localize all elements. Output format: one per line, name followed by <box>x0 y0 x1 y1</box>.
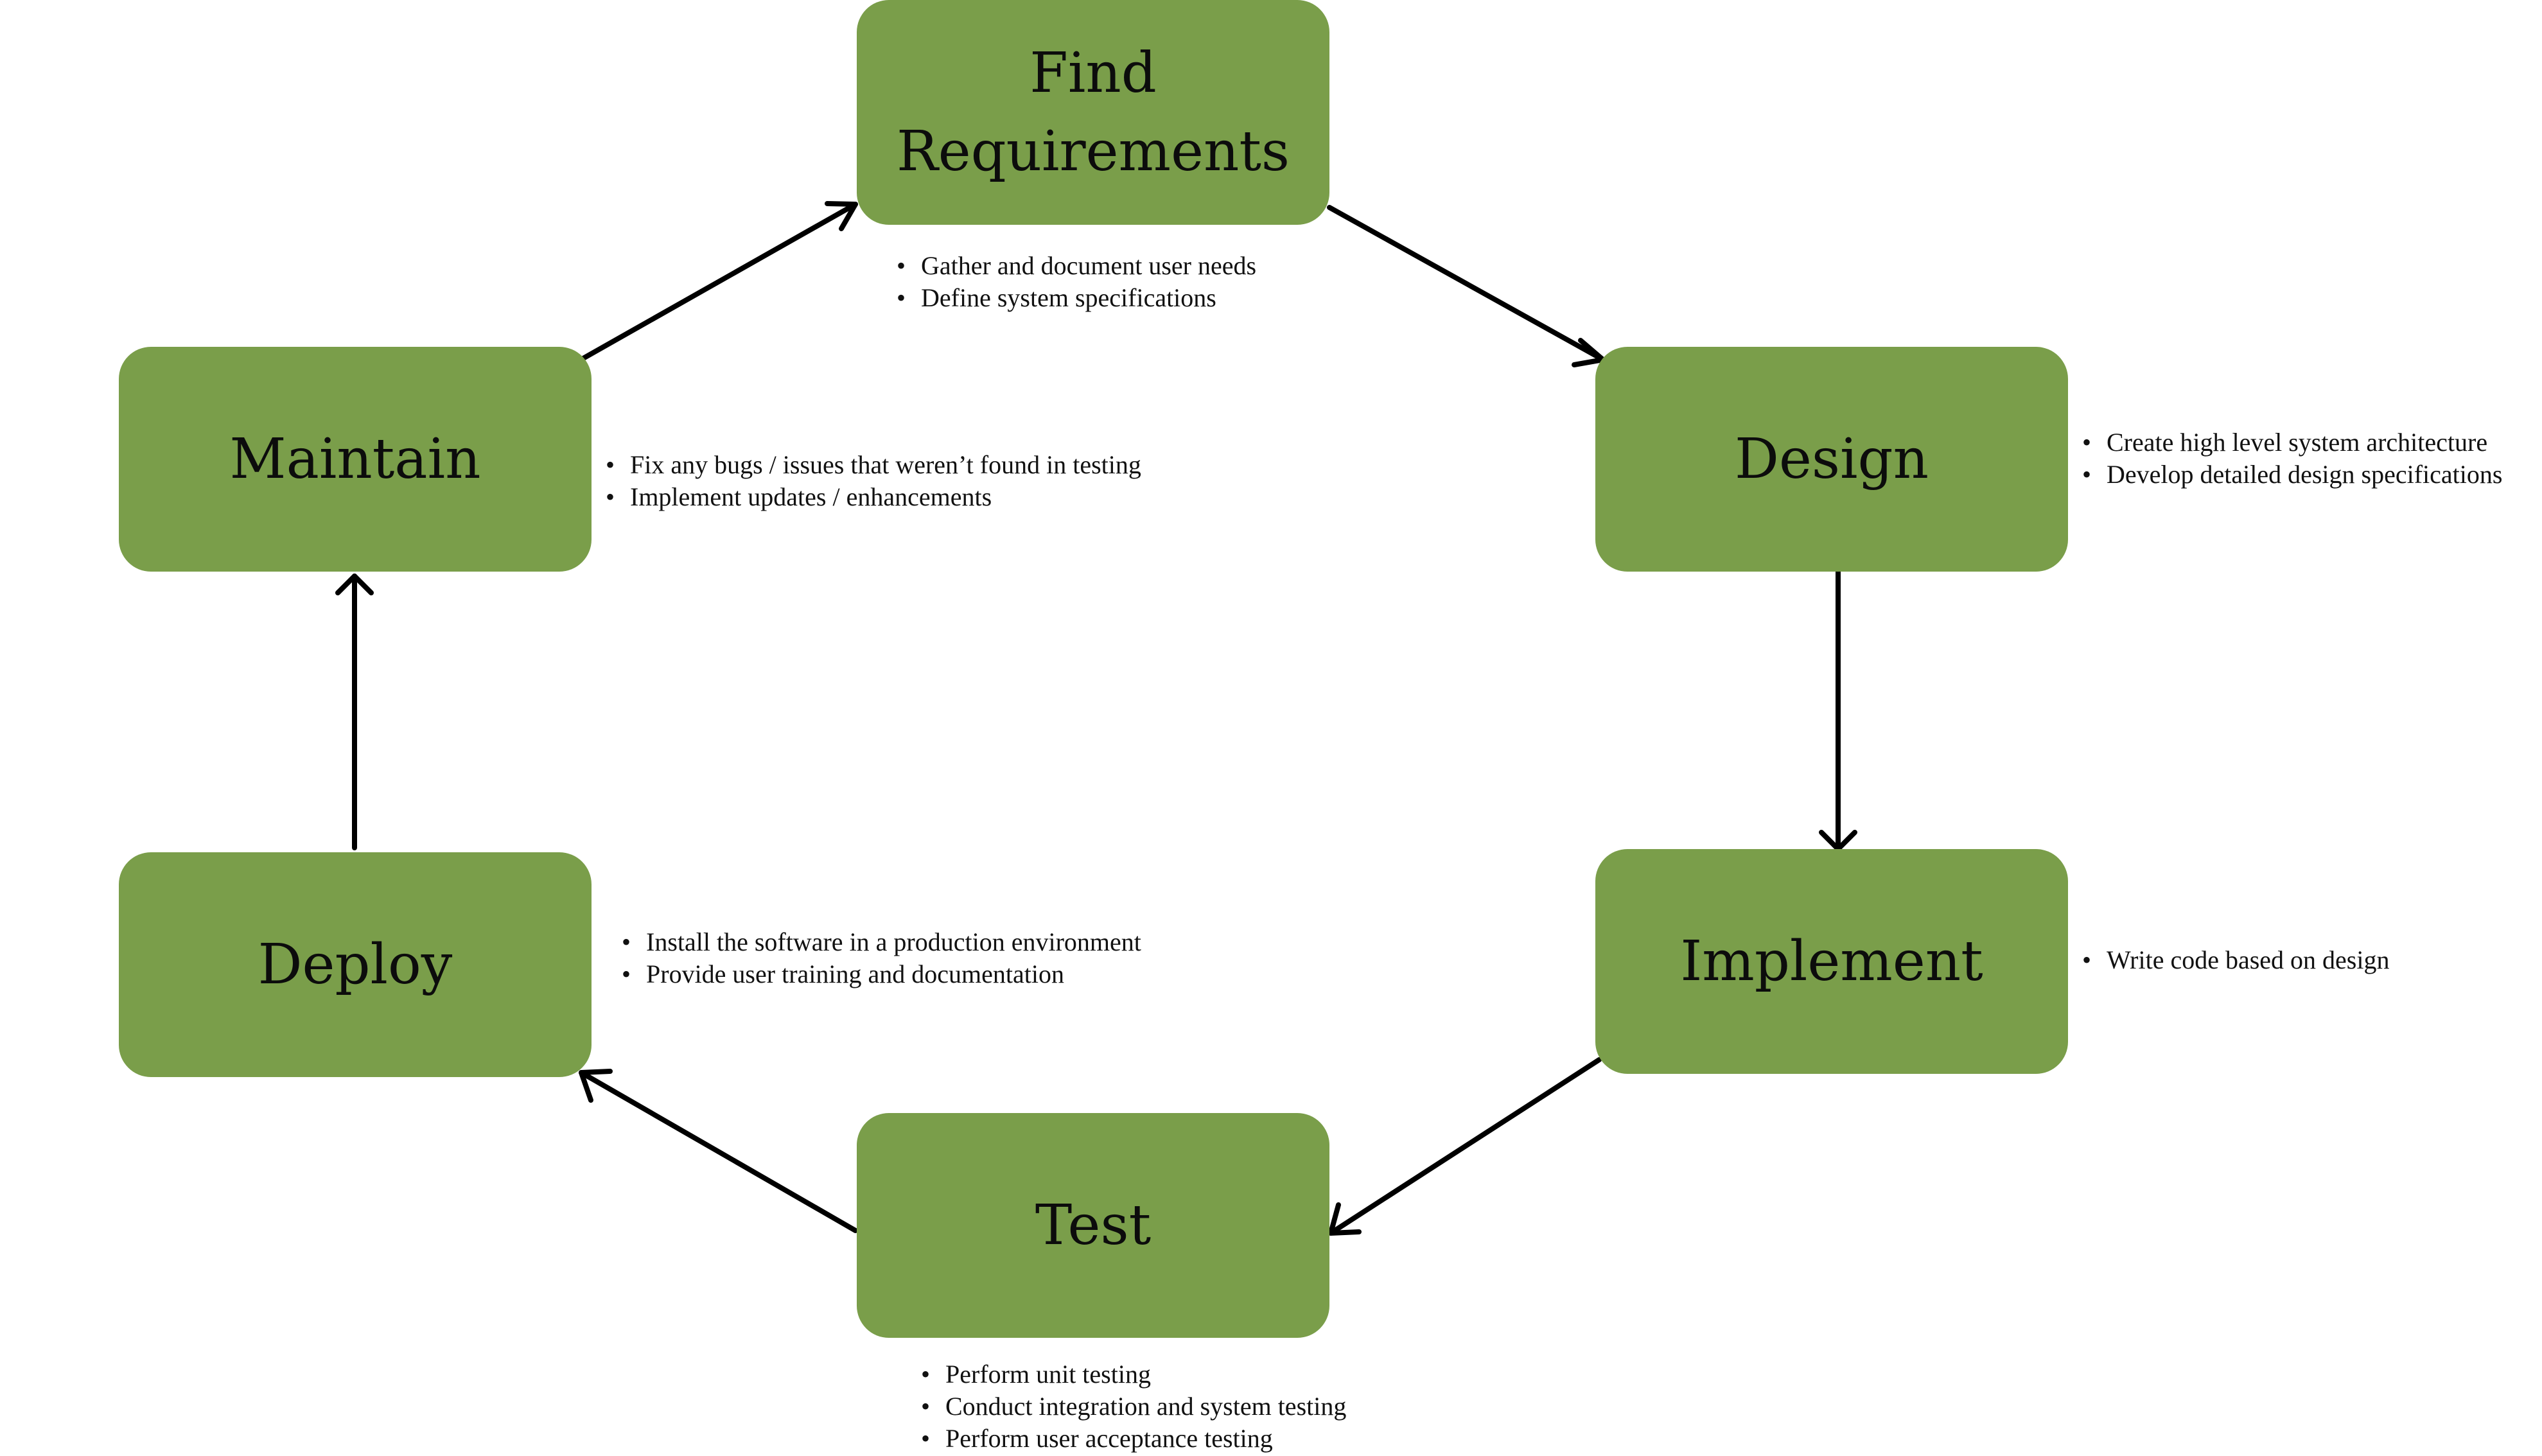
stage-test: Test <box>857 1113 1329 1338</box>
stage-deploy: Deploy <box>119 852 592 1077</box>
arrow-requirements-to-design <box>1327 205 1606 367</box>
note-item: Implement updates / enhancements <box>606 481 1141 513</box>
notes-maintain: Fix any bugs / issues that weren’t found… <box>606 449 1141 513</box>
stage-maintain: Maintain <box>119 347 592 572</box>
stage-design: Design <box>1595 347 2068 572</box>
stage-implement: Implement <box>1595 849 2068 1074</box>
arrow-test-to-deploy <box>579 1069 858 1233</box>
arrow-maintain-to-requirements <box>581 201 858 361</box>
note-item: Develop detailed design specifications <box>2082 459 2502 491</box>
note-item: Perform unit testing <box>921 1358 1346 1390</box>
note-item: Define system specifications <box>897 282 1256 314</box>
stage-title-implement: Implement <box>1680 929 1983 994</box>
stage-title-find-requirements: Find Requirements <box>896 41 1290 184</box>
stage-title-test: Test <box>1035 1193 1152 1258</box>
stage-title-maintain: Maintain <box>229 427 481 491</box>
notes-implement: Write code based on design <box>2082 944 2389 976</box>
note-item: Conduct integration and system testing <box>921 1390 1346 1423</box>
stage-title-design: Design <box>1735 427 1929 491</box>
note-item: Create high level system architecture <box>2082 426 2502 459</box>
notes-find-requirements: Gather and document user needs Define sy… <box>897 250 1256 314</box>
note-item: Fix any bugs / issues that weren’t found… <box>606 449 1141 481</box>
arrow-implement-to-test <box>1328 1057 1602 1236</box>
stage-find-requirements: Find Requirements <box>857 0 1329 225</box>
notes-design: Create high level system architecture De… <box>2082 426 2502 491</box>
note-item: Gather and document user needs <box>897 250 1256 282</box>
note-item: Install the software in a production env… <box>622 926 1141 958</box>
stage-title-deploy: Deploy <box>258 933 453 997</box>
notes-test: Perform unit testing Conduct integration… <box>921 1358 1346 1455</box>
note-item: Provide user training and documentation <box>622 958 1141 990</box>
notes-deploy: Install the software in a production env… <box>622 926 1141 990</box>
note-item: Perform user acceptance testing <box>921 1423 1346 1455</box>
note-item: Write code based on design <box>2082 944 2389 976</box>
arrow-deploy-to-maintain <box>335 574 374 850</box>
arrow-design-to-implement <box>1819 569 1857 852</box>
